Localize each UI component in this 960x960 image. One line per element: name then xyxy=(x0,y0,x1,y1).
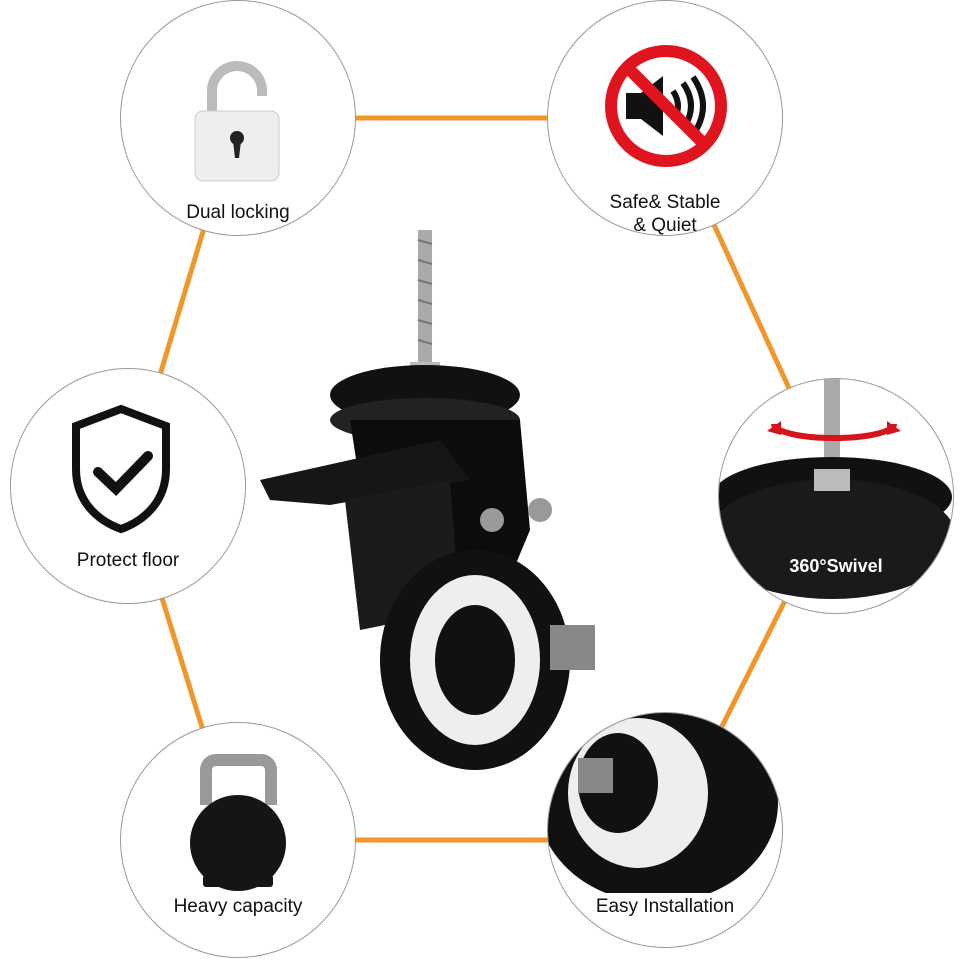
feature-label: 360°Swivel xyxy=(789,556,883,576)
feature-label: Heavy capacity xyxy=(173,896,303,917)
caster-wheel-product-image xyxy=(260,230,595,770)
kettlebell-icon xyxy=(190,754,286,891)
feature-easy-installation: Easy Installation xyxy=(547,712,783,948)
no-sound-icon xyxy=(605,45,727,167)
wheel-closeup-icon xyxy=(548,713,778,893)
feature-label: Dual locking xyxy=(186,202,290,223)
feature-safe-stable-quiet: Safe& Stable & Quiet xyxy=(547,0,783,236)
feature-dual-locking: Dual locking xyxy=(120,0,356,236)
padlock-icon xyxy=(194,61,280,182)
feature-heavy-capacity: Heavy capacity xyxy=(120,722,356,958)
shield-check-icon xyxy=(72,404,170,534)
feature-label-line1: Safe& Stable xyxy=(609,192,721,213)
feature-label: Protect floor xyxy=(76,550,180,571)
swivel-icon xyxy=(719,379,953,599)
feature-protect-floor: Protect floor xyxy=(10,368,246,604)
feature-360-swivel: 360°Swivel xyxy=(718,378,954,614)
feature-label-line2: & Quiet xyxy=(633,215,697,236)
feature-label: Easy Installation xyxy=(595,896,735,917)
